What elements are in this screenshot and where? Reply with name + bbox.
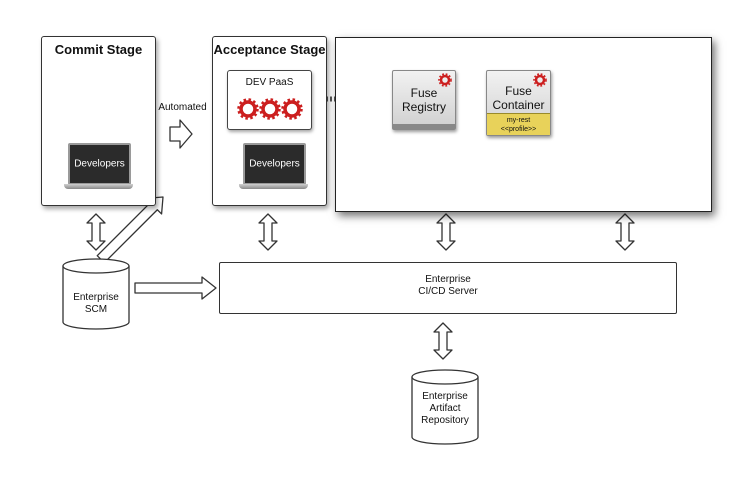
cicd-server-box: Enterprise CI/CD Server: [219, 262, 677, 314]
commit-developers-label: Developers: [74, 158, 125, 170]
scm-label-line2: SCM: [84, 304, 108, 315]
automated-arrow: [169, 119, 193, 149]
acceptance-stage-title: Acceptance Stage: [213, 42, 326, 57]
fuse-container-line2: Container: [492, 98, 545, 112]
cicd-artifact-double-arrow: [433, 322, 453, 360]
registry-base-bar: [393, 124, 455, 129]
artifact-label-line2: Artifact: [429, 403, 461, 414]
artifact-label-line1: Enterprise: [422, 391, 468, 402]
cicd-label-line1: Enterprise: [425, 274, 471, 285]
profile-name: my-rest: [506, 117, 531, 124]
gear-icon: [259, 98, 281, 120]
fuse-cicd-double-arrow-left: [436, 213, 456, 251]
artifact-repository-cylinder: [411, 369, 479, 445]
fuse-environment-panel: Fuse Registry Fuse Container my-rest <<p…: [335, 37, 712, 212]
commit-stage-title: Commit Stage: [54, 42, 143, 57]
fuse-registry-card: Fuse Registry: [392, 70, 456, 130]
scm-label-line1: Enterprise: [73, 292, 119, 303]
fuse-container-card: Fuse Container my-rest <<profile>>: [486, 70, 551, 136]
artifact-label-line3: Repository: [421, 415, 469, 426]
commit-stage-panel: Commit Stage Developers: [41, 36, 156, 206]
laptop-base: [239, 184, 308, 189]
gear-icon: [438, 73, 452, 87]
scm-to-cicd-arrow: [134, 276, 217, 300]
profile-stereotype: <<profile>>: [500, 126, 537, 133]
fuse-cicd-double-arrow-right: [615, 213, 635, 251]
fuse-registry-line1: Fuse: [410, 86, 438, 100]
fuse-registry-line2: Registry: [401, 100, 446, 114]
dev-paas-box: DEV PaaS: [227, 70, 312, 130]
commit-scm-double-arrow: [86, 213, 106, 251]
gear-icon: [237, 98, 259, 120]
profile-band: my-rest <<profile>>: [487, 113, 550, 135]
cicd-label-line2: CI/CD Server: [418, 286, 478, 297]
automated-label: Automated: [158, 102, 207, 113]
laptop-base: [64, 184, 133, 189]
gear-icon: [533, 73, 547, 87]
dev-paas-label: DEV PaaS: [245, 77, 294, 88]
paas-gears: [237, 98, 303, 120]
gear-icon: [281, 98, 303, 120]
laptop-screen: Developers: [243, 143, 306, 185]
laptop-screen: Developers: [68, 143, 131, 185]
acceptance-developers-label: Developers: [249, 158, 300, 170]
fuse-container-line1: Fuse: [505, 84, 532, 98]
scm-cylinder: [62, 258, 130, 330]
acceptance-stage-panel: Acceptance Stage DEV PaaS Developers: [212, 36, 327, 206]
acceptance-cicd-double-arrow: [258, 213, 278, 251]
